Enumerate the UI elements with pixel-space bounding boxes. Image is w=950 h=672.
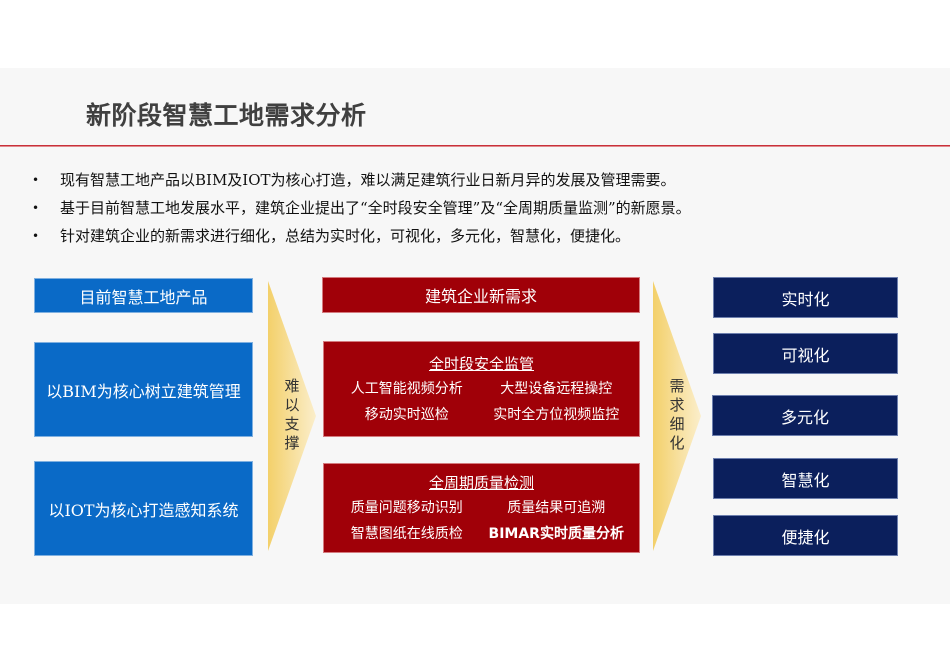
attribute-convenient: 便捷化 (713, 515, 898, 556)
bullet-dot-icon: • (32, 229, 40, 243)
quality-inspection-panel: 全周期质量检测 质量问题移动识别 质量结果可追溯 智慧图纸在线质检 BIMAR实… (323, 463, 640, 553)
arrow-char: 需 (669, 377, 685, 395)
arrow-chevron-icon: 难 以 支 撑 (268, 281, 316, 551)
current-product-iot: 以IOT为核心打造感知系统 (34, 461, 253, 556)
box-label: 实时化 (781, 289, 830, 309)
panel-item: 实时全方位视频监控 (493, 407, 620, 423)
safety-monitoring-panel: 全时段安全监管 人工智能视频分析 大型设备远程操控 移动实时巡检 实时全方位视频… (323, 341, 640, 437)
page-title: 新阶段智慧工地需求分析 (86, 101, 367, 130)
attribute-realtime: 实时化 (713, 277, 898, 318)
bullet-list: • 现有智慧工地产品以BIM及IOT为核心打造，难以满足建筑行业日新月异的发展及管… (30, 166, 691, 250)
current-products-header: 目前智慧工地产品 (34, 278, 253, 313)
attribute-smart: 智慧化 (713, 458, 898, 499)
attribute-visual: 可视化 (713, 333, 898, 374)
header-label: 建筑企业新需求 (424, 287, 537, 306)
arrow-char: 细 (669, 415, 685, 433)
title-divider (0, 145, 950, 147)
box-label: 可视化 (781, 345, 830, 365)
bullet-text: 现有智慧工地产品以BIM及IOT为核心打造，难以满足建筑行业日新月异的发展及管理… (60, 171, 676, 189)
arrow-char: 难 (284, 377, 300, 395)
arrow-chevron-icon: 需 求 细 化 (653, 281, 701, 551)
panel-item: 移动实时巡检 (364, 407, 449, 423)
bullet-item: • 针对建筑企业的新需求进行细化，总结为实时化，可视化，多元化，智慧化，便捷化。 (30, 222, 691, 250)
bullet-item: • 现有智慧工地产品以BIM及IOT为核心打造，难以满足建筑行业日新月异的发展及管… (30, 166, 691, 194)
panel-item: 大型设备远程操控 (500, 381, 613, 397)
arrow-char: 支 (284, 415, 300, 433)
box-label: 以IOT为核心打造感知系统 (48, 500, 239, 520)
panel-item: BIMAR实时质量分析 (488, 526, 624, 542)
arrow-label: 难 以 支 撑 (268, 377, 316, 453)
bullet-dot-icon: • (32, 201, 40, 215)
bullet-text: 基于目前智慧工地发展水平，建筑企业提出了“全时段安全管理”及“全周期质量监测”的… (60, 199, 691, 217)
arrow-char: 求 (669, 396, 685, 414)
box-label: 多元化 (780, 407, 829, 427)
panel-item: 质量问题移动识别 (350, 500, 463, 516)
arrow-char: 以 (284, 396, 300, 414)
arrow-char: 化 (669, 434, 685, 452)
arrow-label: 需 求 细 化 (653, 377, 701, 453)
header-label: 目前智慧工地产品 (79, 287, 208, 307)
box-label: 以BIM为核心树立建筑管理 (46, 381, 241, 401)
panel-item: 智慧图纸在线质检 (350, 526, 463, 542)
box-label: 便捷化 (781, 527, 830, 547)
attribute-diverse: 多元化 (712, 395, 898, 436)
panel-item: 质量结果可追溯 (507, 500, 606, 516)
bullet-text: 针对建筑企业的新需求进行细化，总结为实时化，可视化，多元化，智慧化，便捷化。 (60, 227, 631, 245)
bullet-dot-icon: • (32, 173, 40, 187)
bullet-item: • 基于目前智慧工地发展水平，建筑企业提出了“全时段安全管理”及“全周期质量监测”… (30, 194, 691, 222)
current-product-bim: 以BIM为核心树立建筑管理 (34, 342, 253, 437)
box-label: 智慧化 (781, 470, 830, 490)
panel-item: 人工智能视频分析 (350, 381, 463, 397)
arrow-char: 撑 (284, 434, 300, 452)
panel-title: 全时段安全监管 (428, 355, 534, 373)
new-demands-header: 建筑企业新需求 (322, 277, 640, 313)
panel-title: 全周期质量检测 (428, 474, 534, 492)
